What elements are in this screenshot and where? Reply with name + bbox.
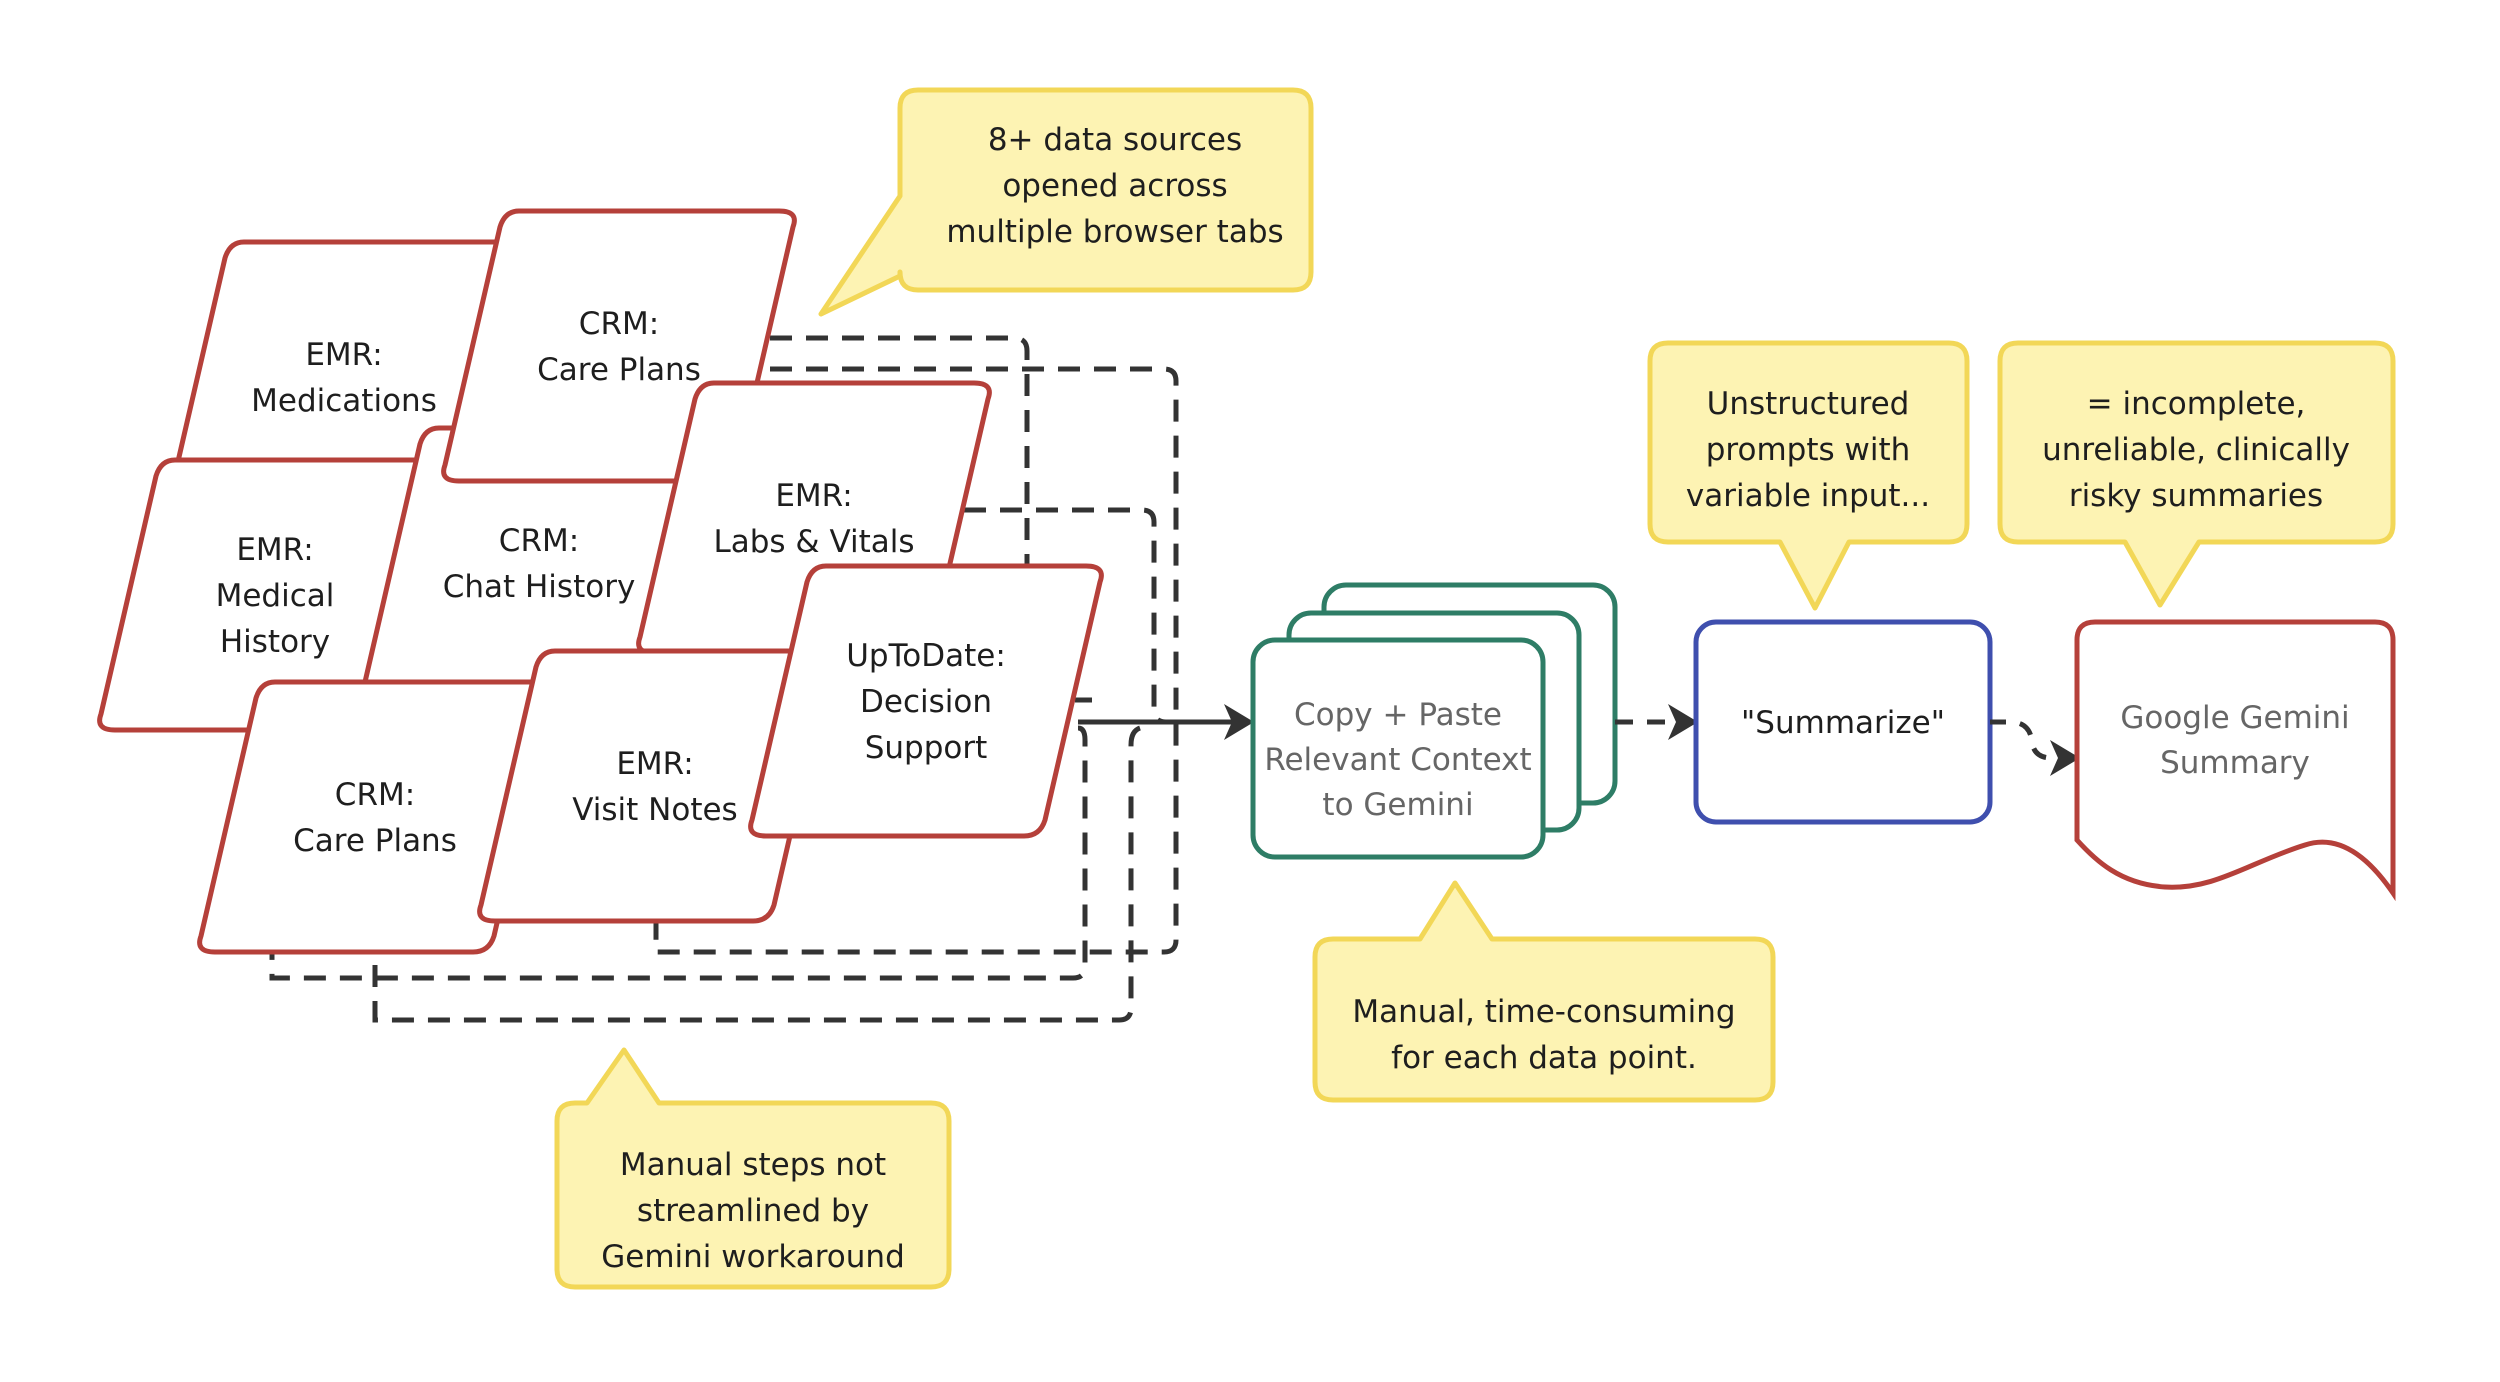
callout-data-sources-bubble — [818, 87, 1314, 317]
source-emr-labs-vitals-line1: EMR: — [775, 478, 852, 514]
callout-manual-steps-bubble — [554, 1047, 952, 1290]
summary-document-shape — [2074, 619, 2396, 902]
source-uptodate-decision-support-shape — [748, 563, 1104, 839]
source-crm-chat-history: CRM: Chat History — [361, 425, 717, 701]
copy-paste-step: Copy + Paste Relevant Context to Gemini — [1250, 582, 1618, 860]
callout-data-sources-line3: multiple browser tabs — [946, 214, 1283, 250]
callout-result-bubble — [1997, 340, 2396, 608]
copy-paste-line3: to Gemini — [1322, 787, 1473, 823]
callout-manual-steps-line2: streamlined by — [637, 1193, 869, 1229]
connector-care-plans-a-upper — [770, 335, 1030, 568]
source-crm-care-plans-b: CRM: Care Plans — [197, 679, 553, 955]
source-emr-medical-history-line1: EMR: — [236, 532, 313, 568]
source-uptodate-decision-support-line2: Decision — [860, 684, 992, 720]
copy-paste-card-front — [1250, 637, 1546, 860]
copy-paste-line2: Relevant Context — [1264, 742, 1531, 778]
data-sources: EMR:MedicationsEMR:MedicalHistoryCRM:Cha… — [97, 208, 1104, 955]
prompt-step: "Summarize" — [1693, 619, 1993, 825]
arrow-to-output — [1990, 719, 2062, 761]
source-emr-medical-history-line3: History — [220, 624, 330, 660]
callout-time-consuming: Manual, time-consuming for each data poi… — [1312, 880, 1776, 1103]
callout-result: = incomplete, unreliable, clinically ris… — [1997, 340, 2396, 608]
source-crm-care-plans-a-line1: CRM: — [579, 306, 659, 342]
callout-time-consuming-line1: Manual, time-consuming — [1352, 994, 1735, 1030]
source-emr-medical-history-line2: Medical — [216, 578, 335, 614]
callout-time-consuming-line2: for each data point. — [1391, 1040, 1697, 1076]
source-crm-chat-history-line1: CRM: — [499, 523, 579, 559]
output-document: Google Gemini Summary — [2074, 619, 2396, 902]
callout-result-line2: unreliable, clinically — [2042, 432, 2350, 468]
callout-unstructured-line3: variable input... — [1686, 478, 1930, 514]
callout-result-line1: = incomplete, — [2087, 386, 2306, 422]
summary-line1: Google Gemini — [2120, 700, 2349, 736]
source-crm-care-plans-b-line2: Care Plans — [293, 823, 457, 859]
callout-data-sources-line2: opened across — [1002, 168, 1227, 204]
source-crm-care-plans-b-line1: CRM: — [335, 777, 415, 813]
connector-care-plans-a-lower — [653, 366, 1179, 955]
callout-manual-steps: Manual steps not streamlined by Gemini w… — [554, 1047, 952, 1290]
source-uptodate-decision-support-line1: UpToDate: — [846, 638, 1006, 674]
source-emr-medications-line1: EMR: — [305, 337, 382, 373]
source-crm-care-plans-a-line2: Care Plans — [537, 352, 701, 388]
arrowhead-prompt — [1668, 704, 1698, 740]
callout-time-consuming-bubble — [1312, 880, 1776, 1103]
callout-manual-steps-line1: Manual steps not — [620, 1147, 886, 1183]
callout-unstructured-line1: Unstructured — [1707, 386, 1910, 422]
source-emr-medications-line2: Medications — [251, 383, 437, 419]
connector-care-plans-b — [372, 725, 1141, 1023]
summary-line2: Summary — [2160, 745, 2310, 781]
source-crm-chat-history-line2: Chat History — [443, 569, 636, 605]
source-emr-labs-vitals-line2: Labs & Vitals — [713, 524, 914, 560]
arrowhead-output — [2050, 740, 2080, 776]
connector-medical-history — [269, 725, 1088, 981]
callout-data-sources-line1: 8+ data sources — [988, 122, 1242, 158]
callout-unstructured-line2: prompts with — [1706, 432, 1911, 468]
callout-data-sources: 8+ data sources opened across multiple b… — [818, 87, 1314, 317]
source-emr-visit-notes-line1: EMR: — [616, 746, 693, 782]
copy-paste-line1: Copy + Paste — [1294, 697, 1502, 733]
callout-manual-steps-line3: Gemini workaround — [601, 1239, 905, 1275]
prompt-label: "Summarize" — [1741, 705, 1945, 741]
source-emr-visit-notes-line2: Visit Notes — [572, 792, 737, 828]
callout-unstructured-bubble — [1647, 340, 1970, 611]
callout-result-line3: risky summaries — [2069, 478, 2323, 514]
source-uptodate-decision-support-line3: Support — [865, 730, 988, 766]
callout-unstructured: Unstructured prompts with variable input… — [1647, 340, 1970, 611]
arrowhead-copy-paste — [1224, 704, 1254, 740]
